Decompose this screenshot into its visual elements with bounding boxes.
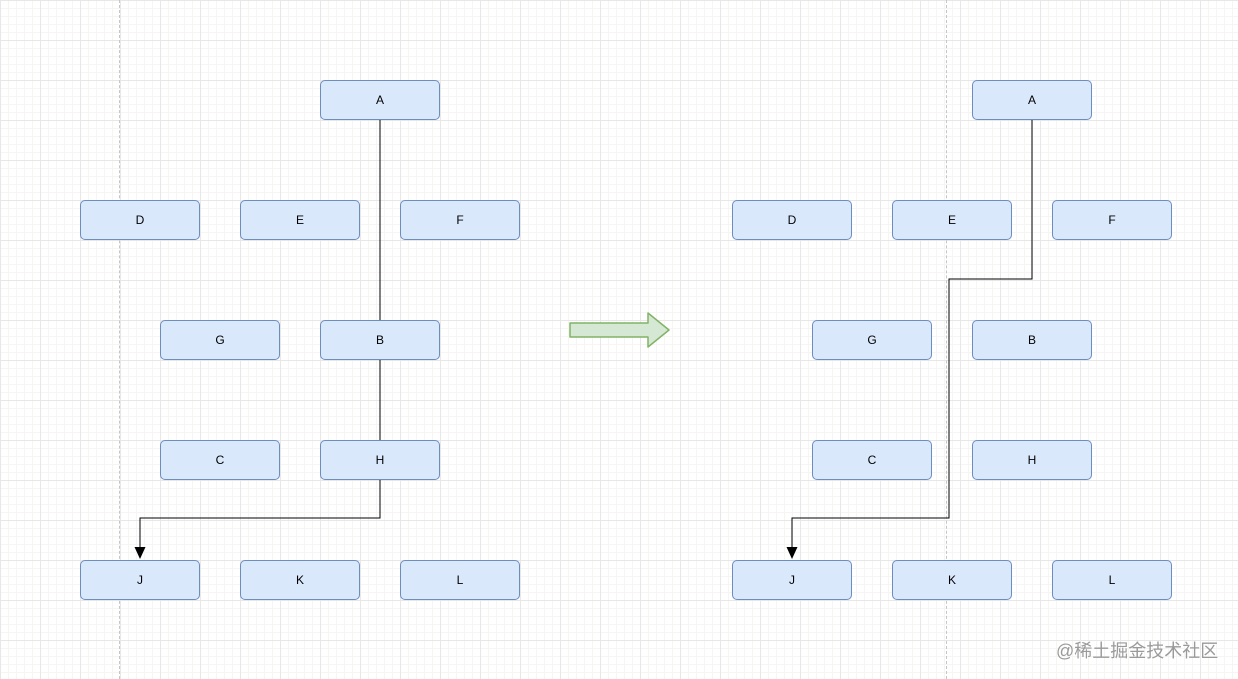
node-after-E: E — [892, 200, 1012, 240]
node-after-K: K — [892, 560, 1012, 600]
node-before-H: H — [320, 440, 440, 480]
node-before-G: G — [160, 320, 280, 360]
node-after-B: B — [972, 320, 1092, 360]
node-after-D: D — [732, 200, 852, 240]
node-before-A: A — [320, 80, 440, 120]
node-before-D: D — [80, 200, 200, 240]
connector-before-A-to-J — [134, 120, 381, 559]
node-before-J: J — [80, 560, 200, 600]
node-after-A: A — [972, 80, 1092, 120]
node-before-L: L — [400, 560, 520, 600]
node-before-F: F — [400, 200, 520, 240]
node-after-G: G — [812, 320, 932, 360]
node-after-C: C — [812, 440, 932, 480]
page-guide-2 — [946, 0, 947, 679]
page-guide-1 — [119, 0, 120, 679]
transform-arrow-icon — [569, 312, 670, 348]
watermark-text: @稀土掘金技术社区 — [1056, 641, 1219, 661]
node-before-C: C — [160, 440, 280, 480]
node-after-J: J — [732, 560, 852, 600]
node-after-H: H — [972, 440, 1092, 480]
node-before-B: B — [320, 320, 440, 360]
connector-after-A-to-J — [786, 120, 1033, 559]
node-after-F: F — [1052, 200, 1172, 240]
node-before-E: E — [240, 200, 360, 240]
node-after-L: L — [1052, 560, 1172, 600]
node-before-K: K — [240, 560, 360, 600]
